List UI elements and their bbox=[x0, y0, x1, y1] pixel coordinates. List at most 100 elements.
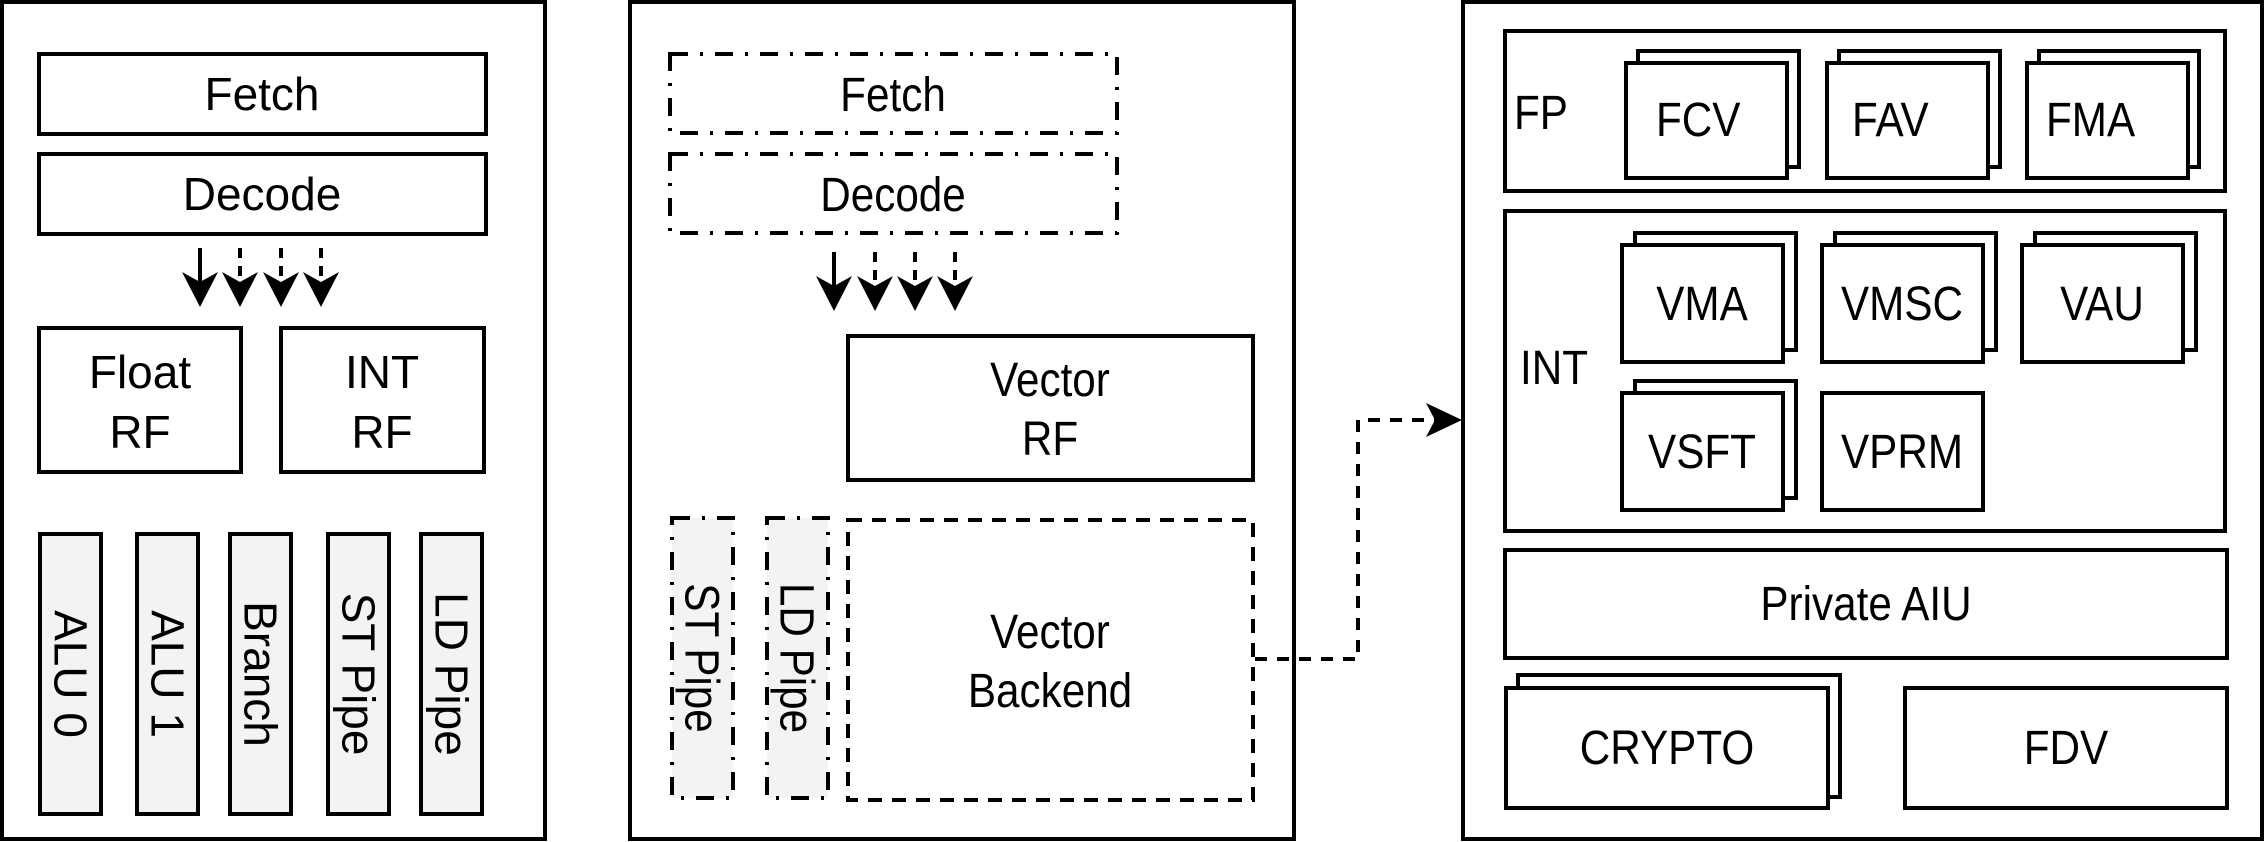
vector-dispatch-arrowhead-2 bbox=[897, 276, 933, 311]
pipe-alu-0-box bbox=[38, 532, 103, 816]
vector-pipe-ld: LD Pipe bbox=[765, 516, 830, 800]
float-rf-label-line1: Float bbox=[89, 346, 191, 398]
vector-pipes: ST Pipe LD Pipe bbox=[670, 516, 830, 800]
fdv-box bbox=[1903, 686, 2229, 810]
fp-group: FP FCV FAV FMA bbox=[1503, 29, 2227, 193]
int-rf-label-line2: RF bbox=[351, 406, 412, 458]
private-aiu-box bbox=[1503, 548, 2229, 660]
vector-pipe-ld-box bbox=[765, 516, 830, 800]
int-rf-block: INT RF bbox=[279, 326, 486, 474]
pipe-branch-box bbox=[228, 532, 293, 816]
vector-backend-label-line1: Vector bbox=[990, 604, 1110, 658]
vector-fetch-box bbox=[668, 52, 1119, 135]
unit-vprm: VPRM bbox=[1820, 391, 1985, 512]
unit-fcv-box bbox=[1624, 61, 1789, 180]
pipe-ld: LD Pipe bbox=[419, 532, 484, 816]
private-aiu-block: Private AIU bbox=[1503, 548, 2229, 660]
vector-rf-label-line2: RF bbox=[1022, 411, 1078, 465]
vector-pipe-st: ST Pipe bbox=[670, 516, 735, 800]
unit-vmsc-box bbox=[1820, 243, 1985, 364]
connector-line bbox=[1255, 418, 1438, 661]
connector-arrowhead bbox=[1426, 403, 1462, 437]
dispatch-arrowhead-3 bbox=[303, 272, 339, 307]
pipe-st: ST Pipe bbox=[326, 532, 391, 816]
vector-decode-block: Decode bbox=[668, 152, 1119, 235]
int-group-label: INT bbox=[1520, 340, 1588, 394]
vector-backend-box bbox=[846, 518, 1255, 802]
private-aiu-label: Private AIU bbox=[1760, 576, 1971, 630]
unit-fma-label: FMA bbox=[2046, 92, 2136, 146]
vector-backend-detail-panel: FP FCV FAV FMA INT bbox=[1461, 0, 2264, 841]
fp-group-label: FP bbox=[1514, 85, 1568, 139]
vector-pipe-st-label: ST Pipe bbox=[675, 583, 729, 732]
vector-rf-label-line1: Vector bbox=[990, 352, 1110, 406]
unit-fav-label: FAV bbox=[1852, 92, 1929, 146]
scalar-core-panel: Fetch Decode Float RF INT RF bbox=[0, 0, 547, 841]
dispatch-arrowhead-1 bbox=[222, 272, 258, 307]
scalar-dispatch-arrows bbox=[182, 248, 339, 307]
pipe-alu-0: ALU 0 bbox=[38, 532, 103, 816]
unit-vma-label: VMA bbox=[1656, 276, 1748, 330]
fdv-label: FDV bbox=[2024, 720, 2108, 774]
unit-vma: VMA bbox=[1620, 231, 1798, 364]
scalar-fetch-label: Fetch bbox=[204, 68, 319, 120]
unit-vsft-box bbox=[1620, 391, 1785, 512]
unit-vsft: VSFT bbox=[1620, 379, 1798, 512]
vector-frontend-panel: Fetch Decode Vector RF ST Pipe bbox=[628, 0, 1296, 841]
pipe-ld-label: LD Pipe bbox=[426, 592, 478, 756]
unit-vau: VAU bbox=[2020, 231, 2198, 364]
pipe-st-label: ST Pipe bbox=[333, 593, 385, 756]
crypto-label: CRYPTO bbox=[1580, 720, 1754, 774]
float-rf-box bbox=[37, 326, 243, 474]
unit-vau-label: VAU bbox=[2060, 276, 2144, 330]
scalar-decode-block: Decode bbox=[37, 152, 488, 236]
unit-fav-box bbox=[1825, 61, 1990, 180]
pipe-alu-1: ALU 1 bbox=[135, 532, 200, 816]
vector-pipe-ld-label: LD Pipe bbox=[770, 583, 824, 733]
vector-fetch-block: Fetch bbox=[668, 52, 1119, 135]
pipe-st-box bbox=[326, 532, 391, 816]
vector-dispatch-arrows bbox=[816, 252, 973, 311]
int-rf-label-line1: INT bbox=[345, 346, 419, 398]
crypto-block: CRYPTO bbox=[1504, 673, 1842, 810]
backend-detail-connector bbox=[1255, 403, 1462, 661]
scalar-decode-label: Decode bbox=[183, 168, 342, 220]
vector-backend-block: Vector Backend bbox=[846, 518, 1255, 802]
pipe-alu-1-label: ALU 1 bbox=[142, 610, 194, 738]
unit-fav: FAV bbox=[1825, 49, 2002, 180]
vector-rf-block: Vector RF bbox=[846, 334, 1255, 482]
pipe-ld-box bbox=[419, 532, 484, 816]
scalar-pipes: ALU 0 ALU 1 Branch ST Pipe LD Pipe bbox=[38, 532, 484, 816]
scalar-fetch-block: Fetch bbox=[37, 52, 488, 136]
unit-vsft-label: VSFT bbox=[1648, 424, 1756, 478]
pipe-alu-0-label: ALU 0 bbox=[45, 610, 97, 738]
unit-fma: FMA bbox=[2025, 49, 2201, 180]
vector-backend-label-line2: Backend bbox=[968, 663, 1132, 717]
dispatch-arrowhead-0 bbox=[182, 272, 218, 307]
unit-vprm-label: VPRM bbox=[1841, 424, 1963, 478]
unit-vmsc-label: VMSC bbox=[1841, 276, 1963, 330]
float-rf-block: Float RF bbox=[37, 326, 243, 474]
vector-dispatch-arrowhead-3 bbox=[937, 276, 973, 311]
vector-dispatch-arrowhead-1 bbox=[857, 276, 893, 311]
unit-vprm-box bbox=[1820, 391, 1985, 512]
dispatch-arrowhead-2 bbox=[263, 272, 299, 307]
float-rf-label-line2: RF bbox=[109, 406, 170, 458]
pipe-alu-1-box bbox=[135, 532, 200, 816]
vector-fetch-label: Fetch bbox=[840, 67, 946, 121]
unit-fcv-label: FCV bbox=[1656, 92, 1740, 146]
vector-pipe-st-box bbox=[670, 516, 735, 800]
unit-vmsc: VMSC bbox=[1820, 231, 1998, 364]
unit-fma-box bbox=[2025, 61, 2190, 180]
vector-decode-box bbox=[668, 152, 1119, 235]
fdv-block: FDV bbox=[1903, 686, 2229, 810]
pipe-branch-label: Branch bbox=[235, 601, 287, 747]
pipe-branch: Branch bbox=[228, 532, 293, 816]
int-group: INT VMA VMSC VAU VSFT bbox=[1503, 209, 2227, 533]
vector-decode-label: Decode bbox=[820, 167, 966, 221]
vector-rf-box bbox=[846, 334, 1255, 482]
vector-dispatch-arrowhead-0 bbox=[816, 276, 852, 311]
unit-vma-box bbox=[1620, 243, 1785, 364]
scalar-decode-box bbox=[37, 152, 488, 236]
